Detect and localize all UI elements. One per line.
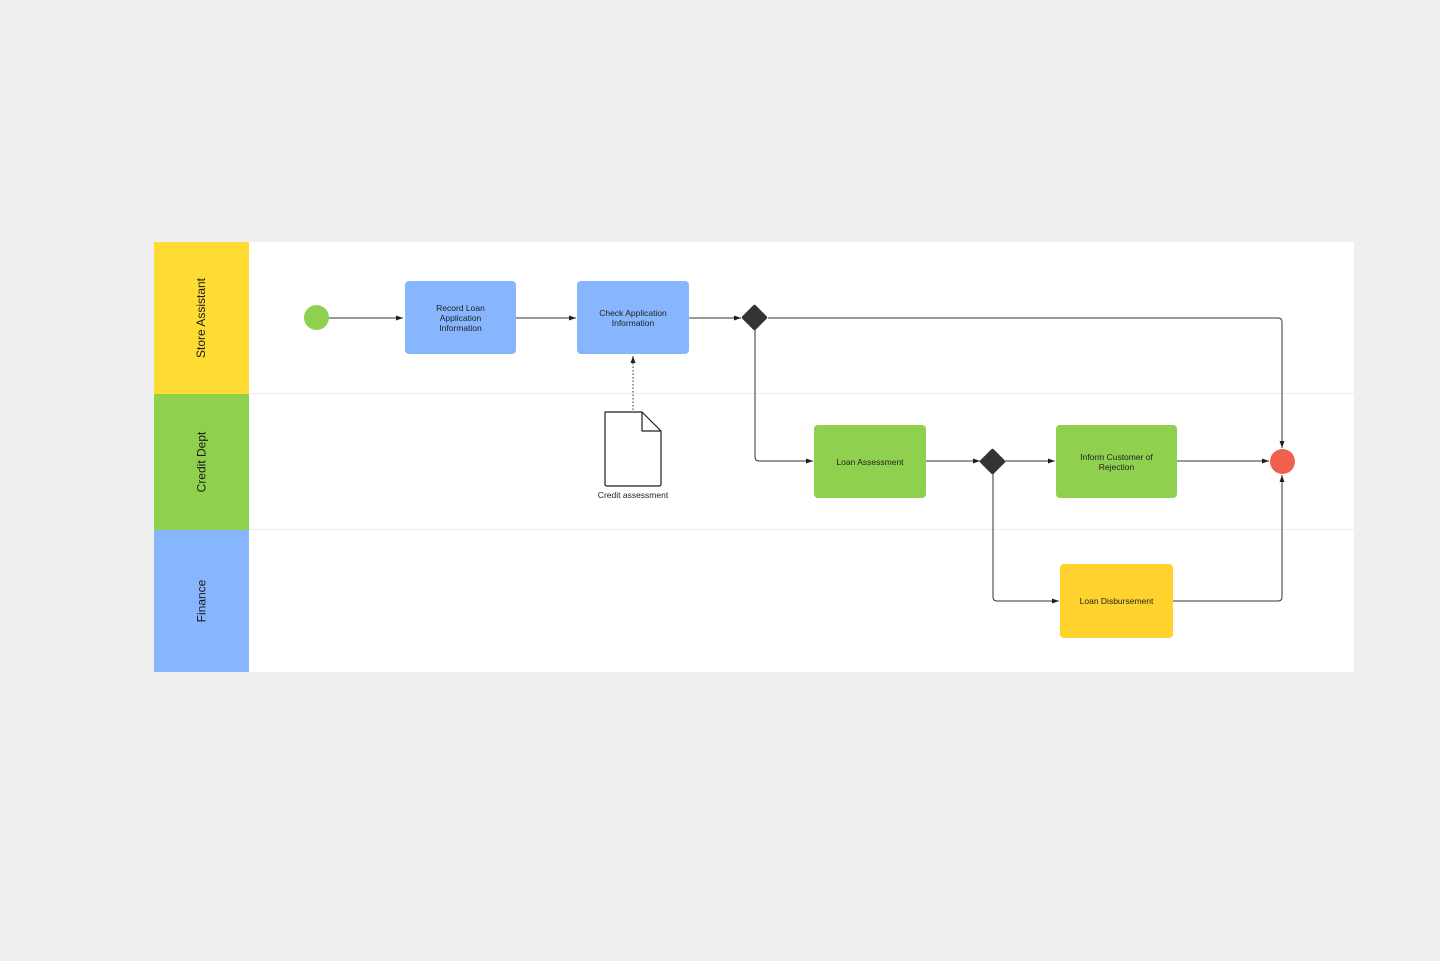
task-record-loan-application[interactable]: Record Loan Application Information (405, 281, 516, 354)
task-label: Check Application Information (599, 307, 667, 328)
task-loan-assessment[interactable]: Loan Assessment (814, 425, 926, 498)
flow-disbursement-to-end (1173, 475, 1285, 602)
lane-finance[interactable]: Finance (154, 530, 249, 672)
task-label: Inform Customer of Rejection (1080, 451, 1153, 472)
lane-divider (249, 393, 1354, 394)
flow-gateway-to-end (768, 317, 1285, 448)
task-label: Loan Disbursement (1079, 596, 1154, 606)
document-label: Credit assessment (597, 490, 669, 500)
lane-credit-dept[interactable]: Credit Dept (154, 394, 249, 530)
task-label: Loan Assessment (836, 456, 904, 467)
lane-divider (249, 529, 1354, 530)
flow-gateway-to-disbursement (992, 473, 1059, 604)
task-loan-disbursement[interactable]: Loan Disbursement (1060, 564, 1173, 638)
lane-store-assistant[interactable]: Store Assistant (154, 242, 249, 394)
task-check-application[interactable]: Check Application Information (577, 281, 689, 354)
end-event[interactable] (1270, 449, 1295, 474)
start-event[interactable] (304, 305, 329, 330)
task-inform-customer[interactable]: Inform Customer of Rejection (1056, 425, 1177, 498)
flow-gateway-to-assessment (754, 330, 813, 464)
document-icon (604, 411, 662, 487)
task-label: Record Loan Application Information (436, 302, 485, 333)
